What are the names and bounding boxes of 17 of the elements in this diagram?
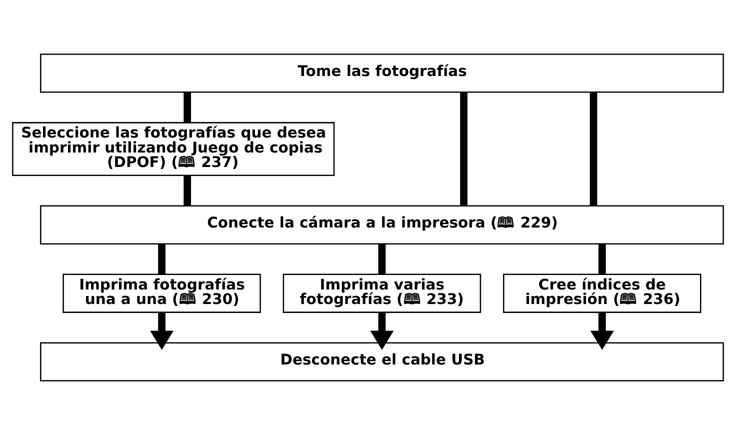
arrow bbox=[370, 312, 394, 350]
connector bbox=[590, 92, 598, 206]
connector bbox=[460, 92, 468, 206]
arrow bbox=[590, 312, 614, 350]
connector bbox=[158, 243, 166, 274]
connector bbox=[378, 243, 386, 274]
connector bbox=[184, 92, 192, 122]
arrow bbox=[150, 312, 174, 350]
node-box: Tome las fotografías bbox=[40, 53, 724, 92]
node-box: Imprima fotografías una a una (🕮 230) bbox=[62, 273, 261, 312]
node-box: Seleccione las fotografías que desea imprimir utilizando Juego de copias (DPOF) (🕮 237) bbox=[12, 122, 335, 176]
node-box: Imprima varias fotografías (🕮 233) bbox=[282, 273, 482, 312]
node-box: Cree índices de impresión (🕮 236) bbox=[503, 273, 702, 312]
node-box: Desconecte el cable USB bbox=[40, 342, 724, 381]
node-box: Conecte la cámara a la impresora (🕮 229) bbox=[40, 204, 724, 244]
connector bbox=[184, 175, 192, 206]
connector bbox=[598, 243, 606, 274]
